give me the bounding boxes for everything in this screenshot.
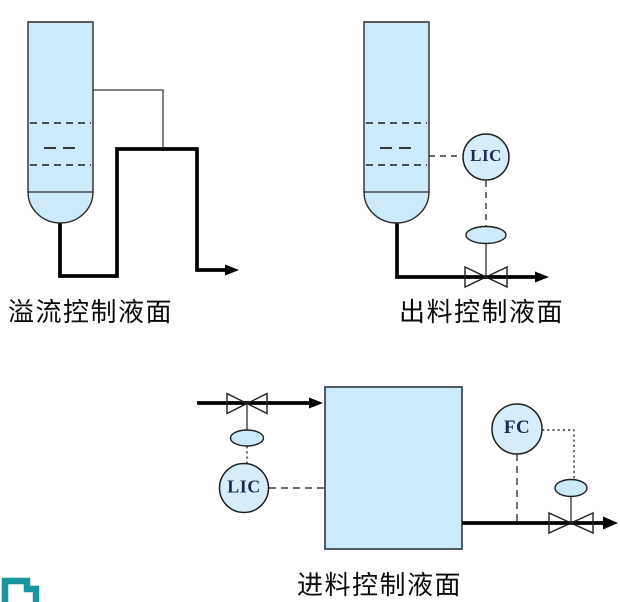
valve-actuator-icon	[465, 225, 507, 245]
valve-actuator-icon	[554, 478, 588, 498]
feed-caption: 进料控制液面	[297, 571, 463, 600]
control-valve-icon	[484, 265, 508, 289]
outlet-caption: 出料控制液面	[399, 298, 565, 327]
flow-arrow-icon	[603, 516, 618, 530]
feed-fc-tag: FC	[503, 417, 531, 439]
control-valve-icon	[569, 511, 594, 535]
control-valve-icon	[464, 265, 488, 289]
level-controller-icon	[218, 462, 270, 514]
control-valve-icon	[226, 392, 249, 415]
feed-lic-tag: LIC	[227, 476, 261, 497]
feed-diagram	[197, 386, 618, 550]
equalizing-line	[93, 89, 164, 148]
tank	[324, 386, 463, 550]
flow-arrow-icon	[225, 264, 239, 276]
overflow-caption: 溢流控制液面	[8, 298, 174, 327]
outlet-pipe	[395, 221, 538, 279]
control-valve-icon	[245, 392, 268, 415]
valve-actuator-icon	[229, 429, 265, 447]
brand-logo-icon	[1, 577, 40, 602]
flow-arrow-icon	[309, 397, 323, 409]
outlet-diagram	[363, 21, 549, 289]
overflow-diagram	[27, 21, 239, 278]
logo-shape	[1, 577, 40, 602]
control-valve-icon	[548, 511, 573, 535]
overflow-pipe	[58, 147, 228, 278]
outlet-lic-tag: LIC	[470, 146, 502, 166]
flow-arrow-icon	[535, 271, 549, 283]
level-controller-icon	[462, 133, 510, 181]
controller-output-line	[542, 429, 575, 479]
